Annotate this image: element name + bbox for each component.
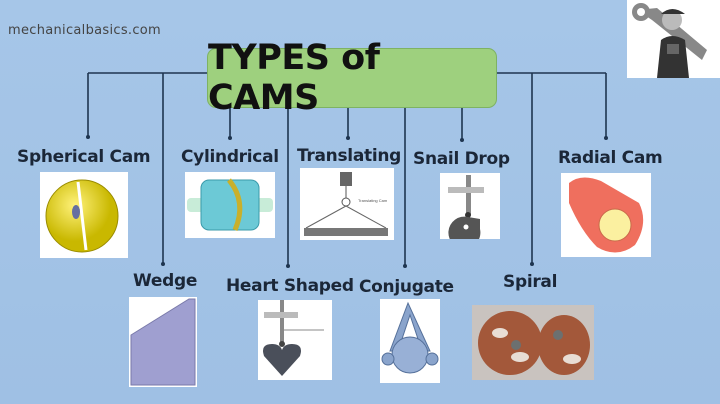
title-box: TYPES of CAMS — [207, 38, 497, 118]
wedge-cam-image — [129, 297, 197, 387]
cam-label-translating: Translating — [297, 146, 402, 166]
cam-label-wedge: Wedge — [133, 271, 198, 291]
cam-label-snail-drop: Snail Drop — [413, 149, 510, 169]
translating-cam-image: Translating Cam — [300, 168, 394, 240]
cam-label-conjugate: Conjugate — [359, 277, 454, 297]
cam-label-cylindrical: Cylindrical — [181, 147, 279, 167]
cam-label-heart-shaped: Heart Shaped — [226, 276, 354, 296]
cam-label-spiral: Spiral — [503, 272, 558, 292]
cylindrical-cam-image — [185, 172, 275, 238]
spiral-cam-image — [472, 305, 594, 380]
diagram-title: TYPES of CAMS — [208, 38, 380, 118]
heart-shaped-cam-image — [258, 300, 332, 380]
svg-text:Translating Cam: Translating Cam — [358, 198, 388, 203]
watermark: mechanicalbasics.com — [8, 23, 162, 38]
cam-label-radial: Radial Cam — [558, 148, 663, 168]
snail-drop-cam-image — [440, 173, 500, 249]
spherical-cam-image — [40, 172, 128, 258]
mechanic-mascot-image — [627, 0, 720, 78]
cam-label-spherical: Spherical Cam — [17, 147, 151, 167]
radial-cam-image — [561, 173, 651, 257]
conjugate-cam-image — [380, 299, 440, 383]
